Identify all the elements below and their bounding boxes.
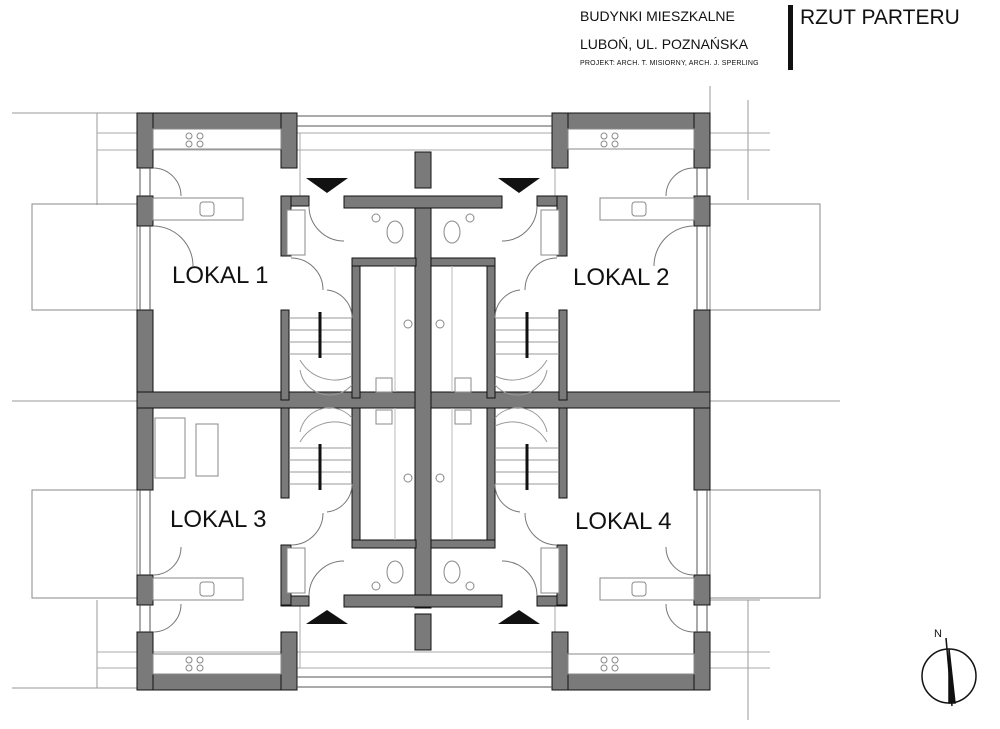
hall-lines [394, 266, 453, 540]
unit-label-4: LOKAL 4 [575, 508, 672, 535]
wc-fixtures [371, 213, 475, 591]
unit-label-3: LOKAL 3 [170, 506, 267, 533]
windows [139, 115, 708, 688]
unit-label-1: LOKAL 1 [172, 262, 269, 289]
north-arrow [921, 637, 977, 707]
entrance-marker-1 [306, 178, 348, 193]
entrance-marker-2 [498, 178, 540, 193]
title-block-line-1: BUDYNKI MIESZKALNE [580, 8, 735, 24]
title-block-credits: PROJEKT: ARCH. T. MISIORNY, ARCH. J. SPE… [580, 60, 759, 67]
stairs [289, 312, 559, 490]
north-label: N [934, 628, 942, 640]
drawing-title: RZUT PARTERU [800, 6, 960, 29]
title-block-separator [788, 5, 793, 70]
unit-label-2: LOKAL 2 [573, 264, 670, 291]
entrance-markers [306, 178, 540, 624]
terraces [31, 203, 821, 599]
entrance-marker-3 [306, 610, 348, 624]
kitchen-fixtures [152, 128, 695, 675]
walls [136, 112, 711, 691]
entrance-marker-4 [498, 610, 540, 624]
title-block-line-2: LUBOŃ, UL. POZNAŃSKA [580, 36, 749, 52]
door-swings [152, 167, 695, 633]
